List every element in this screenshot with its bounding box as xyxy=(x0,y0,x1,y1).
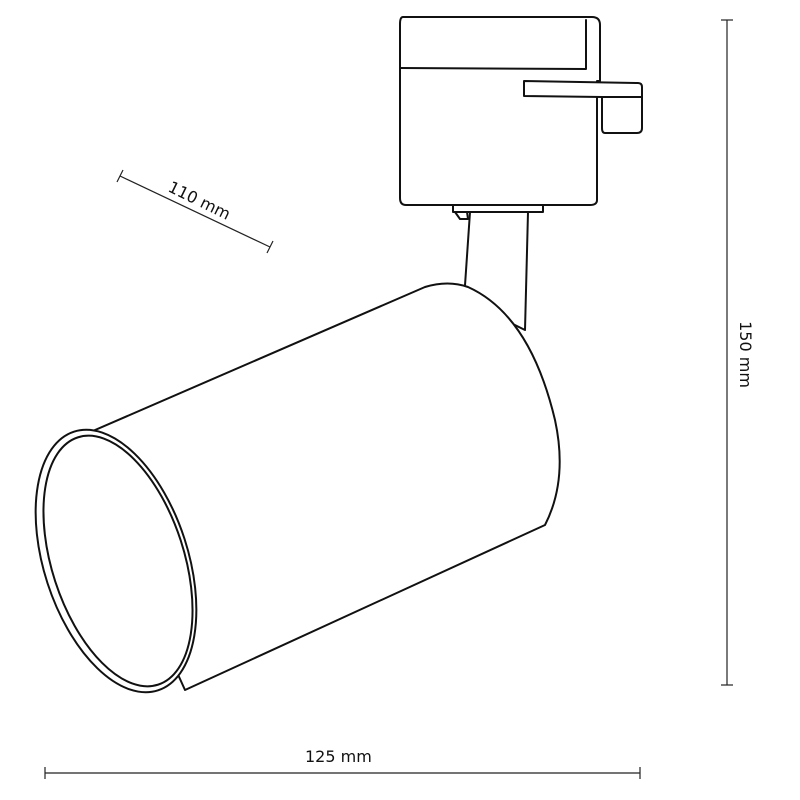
height-label: 150 mm xyxy=(735,321,755,388)
width-dimension-line xyxy=(44,767,641,779)
width-label: 125 mm xyxy=(305,747,372,766)
track-adapter xyxy=(399,16,643,220)
height-dimension-line xyxy=(721,19,733,686)
depth-dimension-line xyxy=(116,169,274,254)
cylinder-front-rim xyxy=(34,428,198,694)
